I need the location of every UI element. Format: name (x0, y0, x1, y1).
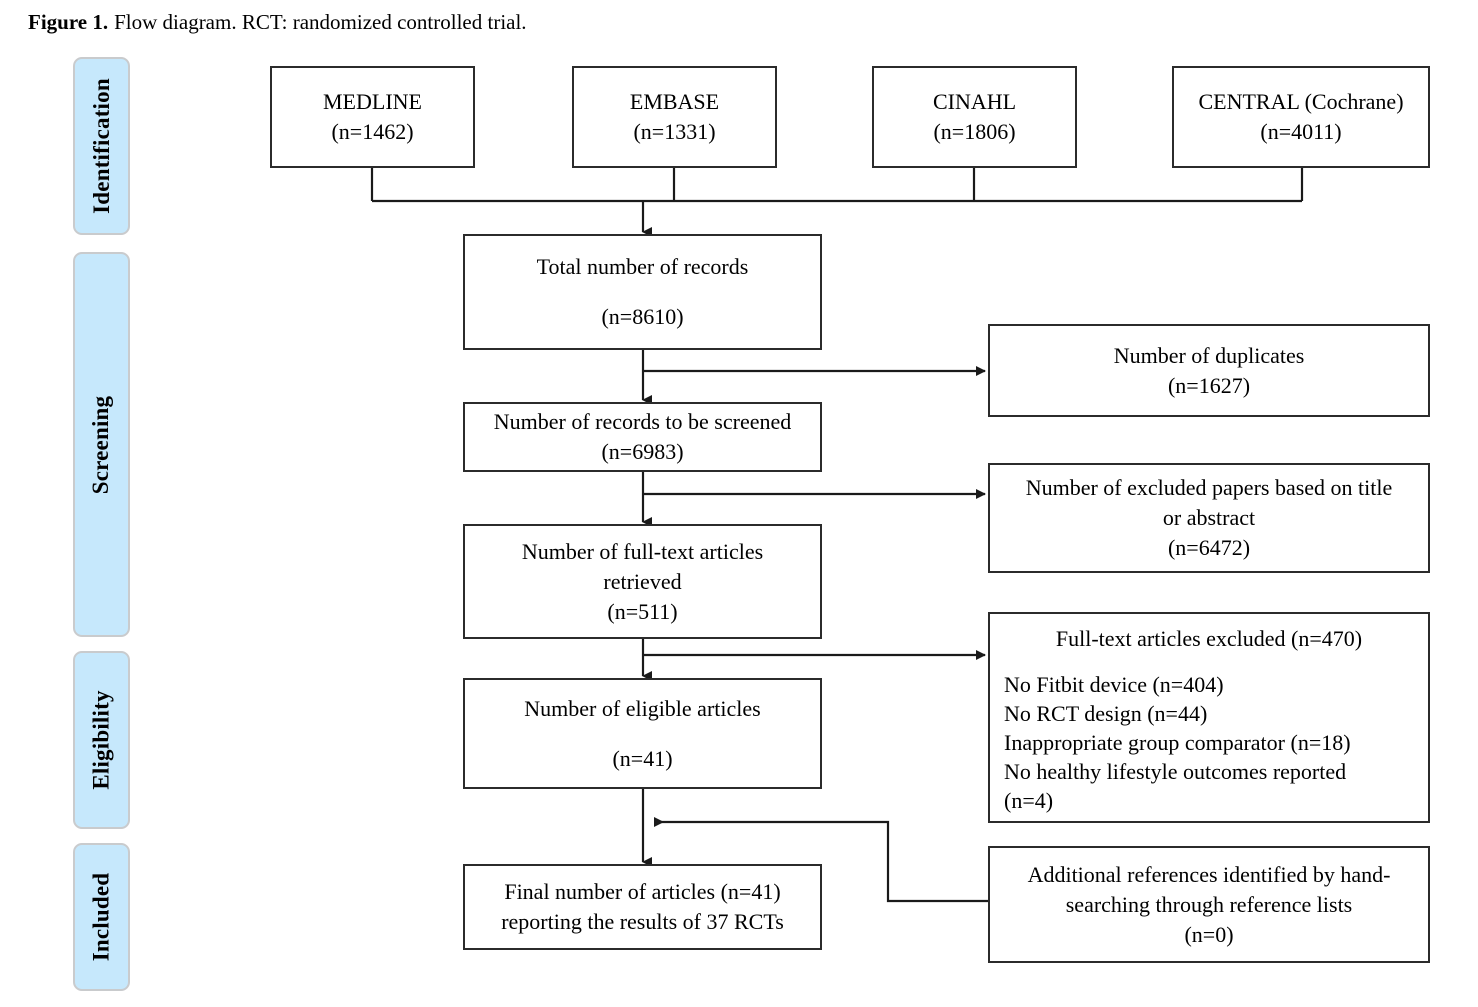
source-embase-title: EMBASE (629, 89, 720, 114)
figure-caption: Figure 1.Flow diagram. RCT: randomized c… (28, 8, 527, 36)
stage-label-eligibility: Eligibility (88, 690, 114, 790)
flow-box-total-records: Total number of records (n=8610) (463, 234, 822, 350)
hand-search-line-3: (n=0) (1184, 921, 1234, 947)
source-box-cinahl: CINAHL (n=1806) (872, 66, 1077, 168)
duplicates-line-2: (n=1627) (1167, 372, 1251, 398)
flow-box-eligible-articles: Number of eligible articles (n=41) (463, 678, 822, 789)
stage-rail-screening: Screening (73, 252, 130, 637)
exclusion-box-duplicates: Number of duplicates (n=1627) (988, 324, 1430, 417)
source-medline-count: (n=1462) (331, 119, 414, 144)
source-central-title: CENTRAL (Cochrane) (1198, 89, 1404, 114)
final-articles-line-1: Final number of articles (n=41) (504, 879, 781, 904)
stage-rail-eligibility: Eligibility (73, 651, 130, 829)
source-medline-title: MEDLINE (323, 89, 422, 114)
title-abstract-line-1: Number of excluded papers based on title (1025, 475, 1393, 500)
source-box-medline: MEDLINE (n=1462) (270, 66, 475, 168)
fulltext-excluded-item-1: No Fitbit device (n=404) (1004, 672, 1224, 697)
source-embase-count: (n=1331) (633, 119, 716, 144)
fulltext-retrieved-line-1: Number of full-text articles (521, 538, 764, 564)
stage-rail-identification: Identification (73, 57, 130, 235)
fulltext-excluded-title: Full-text articles excluded (n=470) (1055, 626, 1363, 651)
source-box-central: CENTRAL (Cochrane) (n=4011) (1172, 66, 1430, 168)
source-cinahl-count: (n=1806) (933, 119, 1016, 144)
eligible-articles-line-2: (n=41) (612, 745, 673, 771)
flow-box-fulltext-retrieved: Number of full-text articles retrieved (… (463, 524, 822, 639)
fulltext-excluded-item-5: (n=4) (1004, 788, 1054, 813)
records-screened-line-1: Number of records to be screened (493, 409, 792, 434)
fulltext-retrieved-line-2: retrieved (603, 568, 682, 594)
total-records-line-2: (n=8610) (601, 304, 684, 329)
hand-search-line-2: searching through reference lists (1065, 891, 1353, 917)
exclusion-box-title-abstract: Number of excluded papers based on title… (988, 463, 1430, 573)
fulltext-excluded-item-2: No RCT design (n=44) (1004, 701, 1208, 726)
stage-rail-included: Included (73, 843, 130, 991)
final-articles-line-2: reporting the results of 37 RCTs (501, 909, 784, 934)
stage-label-included: Included (88, 872, 114, 962)
fulltext-retrieved-line-3: (n=511) (607, 598, 678, 624)
exclusion-box-fulltext-excluded: Full-text articles excluded (n=470) No F… (988, 612, 1430, 823)
source-central-count: (n=4011) (1260, 119, 1342, 144)
records-screened-line-2: (n=6983) (601, 439, 684, 464)
flow-box-final-articles: Final number of articles (n=41) reportin… (463, 864, 822, 950)
fulltext-excluded-item-3: Inappropriate group comparator (n=18) (1004, 730, 1351, 755)
source-cinahl-title: CINAHL (932, 89, 1017, 114)
figure-caption-text: Flow diagram. RCT: randomized controlled… (114, 10, 527, 34)
fulltext-excluded-item-4: No healthy lifestyle outcomes reported (1004, 759, 1347, 784)
total-records-line-1: Total number of records (536, 254, 749, 279)
flow-box-records-screened: Number of records to be screened (n=6983… (463, 402, 822, 472)
source-box-hand-search: Additional references identified by hand… (988, 846, 1430, 963)
duplicates-line-1: Number of duplicates (1113, 342, 1305, 368)
title-abstract-line-3: (n=6472) (1167, 535, 1251, 560)
title-abstract-line-2: or abstract (1162, 505, 1256, 530)
figure-caption-label: Figure 1. (28, 10, 109, 34)
stage-label-screening: Screening (88, 395, 114, 494)
eligible-articles-line-1: Number of eligible articles (524, 695, 761, 721)
hand-search-line-1: Additional references identified by hand… (1027, 861, 1391, 887)
stage-label-identification: Identification (88, 78, 114, 214)
source-box-embase: EMBASE (n=1331) (572, 66, 777, 168)
